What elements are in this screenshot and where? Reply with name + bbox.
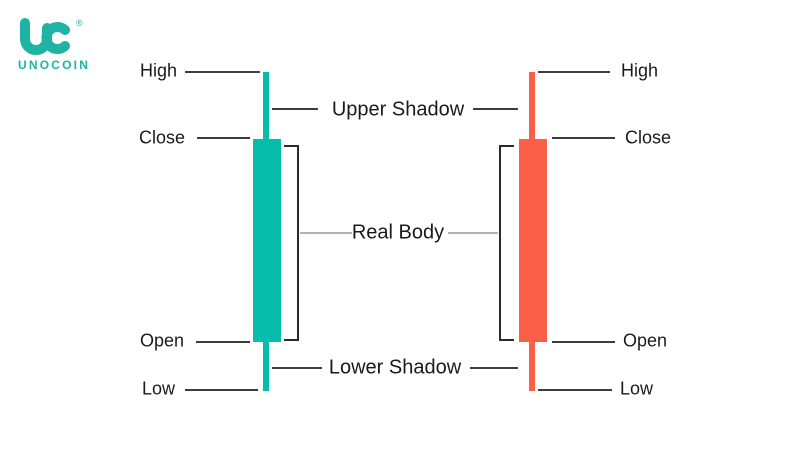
unocoin-logo-mark xyxy=(20,18,70,55)
real-body-bracket-right xyxy=(499,145,514,341)
close-connector-line-left xyxy=(197,137,250,139)
label-high-right: High xyxy=(621,60,659,81)
open-connector-line-right xyxy=(552,341,615,343)
label-upper-shadow: Upper Shadow xyxy=(331,98,465,121)
real-body-line-left xyxy=(300,232,352,234)
label-lower-shadow: Lower Shadow xyxy=(328,356,462,379)
low-connector-line-left xyxy=(185,389,258,391)
label-open-left: Open xyxy=(139,330,184,351)
upper-shadow-line-right xyxy=(473,108,518,110)
real-body-line-right xyxy=(448,232,498,234)
high-connector-line-left xyxy=(185,71,260,73)
brand-name: UNOCOIN xyxy=(18,58,91,72)
bearish-candle-body xyxy=(519,139,547,342)
bullish-candle-body xyxy=(253,139,281,342)
label-low-left: Low xyxy=(141,378,175,399)
lower-shadow-line-right xyxy=(470,367,518,369)
real-body-bracket-left xyxy=(284,145,299,341)
label-low-right: Low xyxy=(620,378,654,399)
close-connector-line-right xyxy=(552,137,615,139)
unocoin-logo: ® UNOCOIN xyxy=(12,16,102,72)
lower-shadow-line-left xyxy=(272,367,322,369)
open-connector-line-left xyxy=(196,341,250,343)
registered-trademark-icon: ® xyxy=(76,18,83,28)
label-high-left: High xyxy=(139,60,177,81)
label-real-body: Real Body xyxy=(351,221,445,244)
label-close-left: Close xyxy=(138,127,185,148)
low-connector-line-right xyxy=(538,389,612,391)
label-close-right: Close xyxy=(625,127,672,148)
upper-shadow-line-left xyxy=(272,108,318,110)
label-open-right: Open xyxy=(623,330,668,351)
high-connector-line-right xyxy=(538,71,610,73)
